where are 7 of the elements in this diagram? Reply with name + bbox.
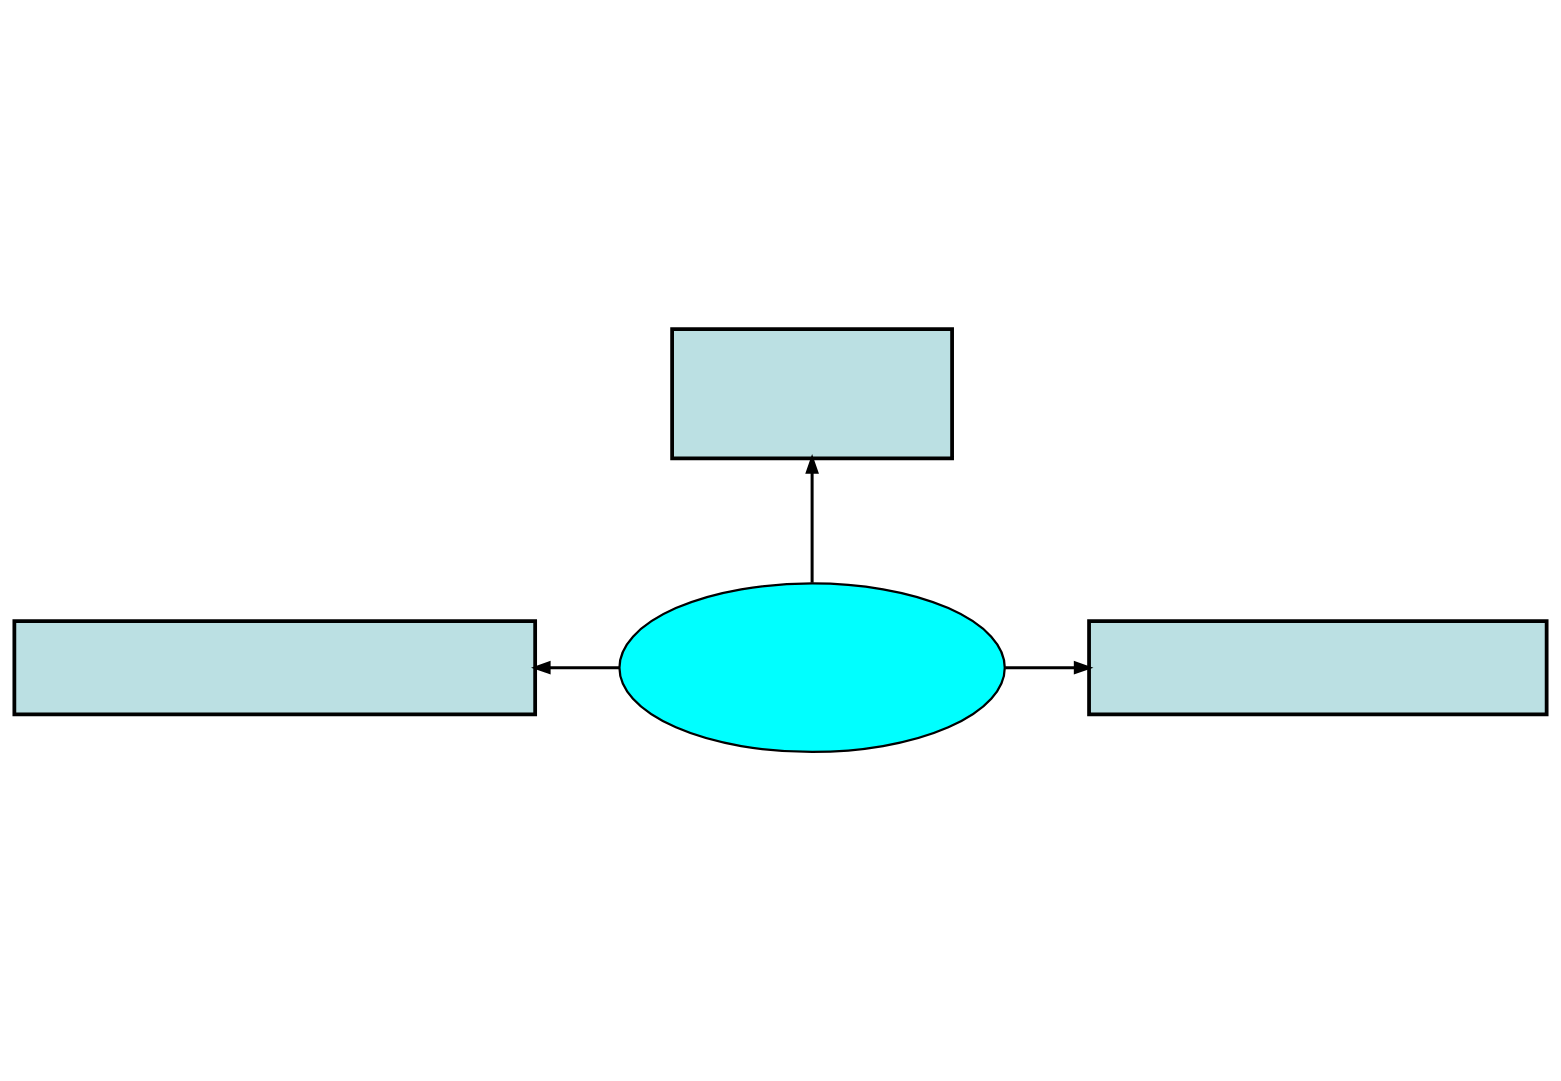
node-ellipse [618,582,1006,754]
arrow [531,660,620,675]
arrow [1005,660,1094,675]
node-box [12,619,538,717]
node-box [1087,619,1549,717]
node-box [670,327,954,461]
arrow [805,454,819,583]
